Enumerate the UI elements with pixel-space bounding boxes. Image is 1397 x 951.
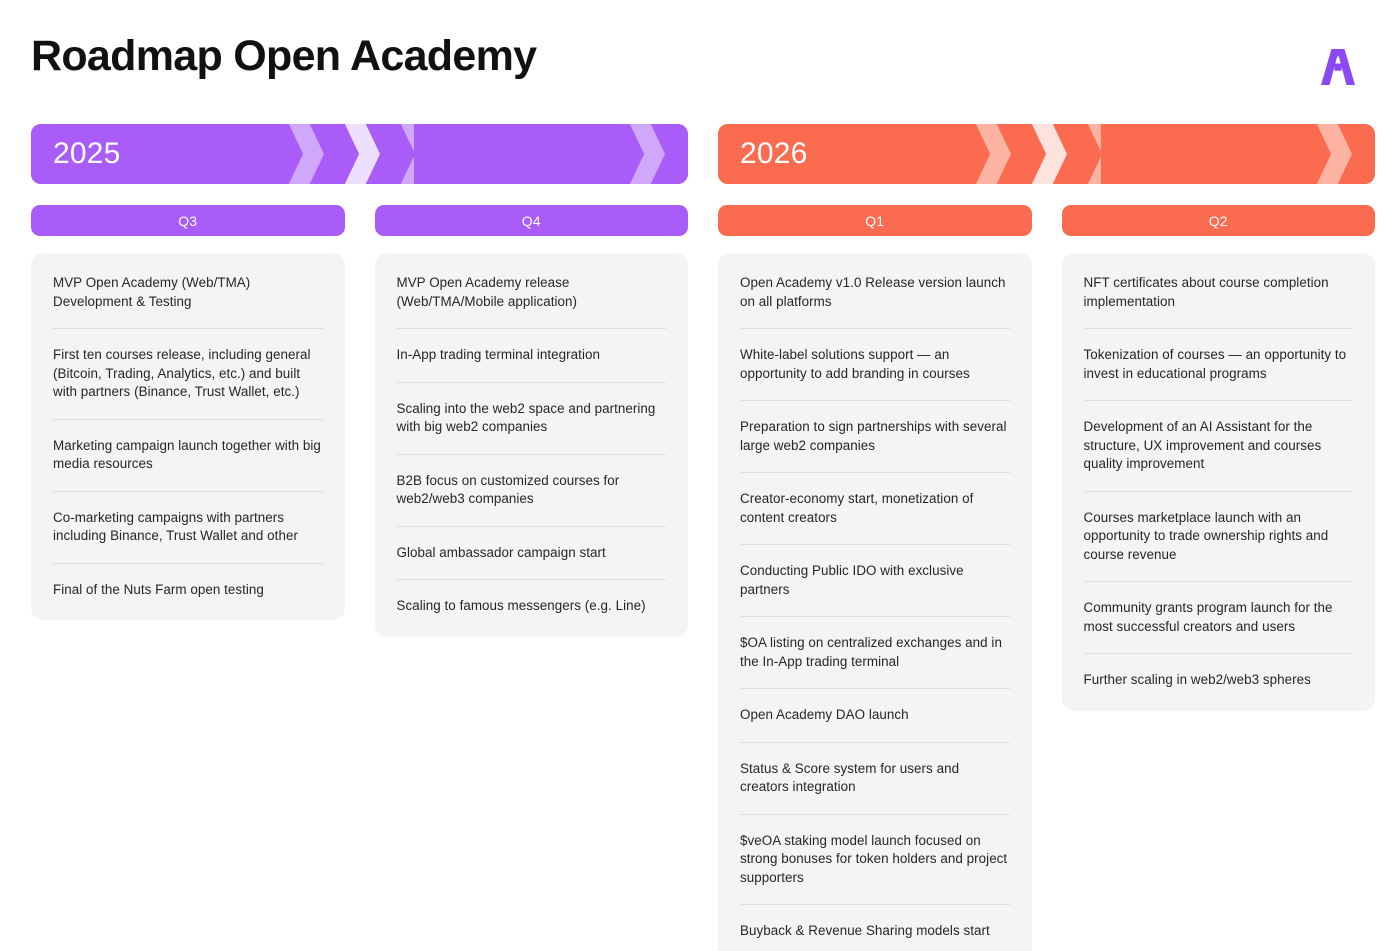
roadmap-board: 2025 Q3 MVP Open Academy (Web/TMA) Devel… (31, 124, 1375, 951)
year-group-2026: 2026 Q1 Open Academy v1.0 Release versio… (718, 124, 1375, 951)
banner-mid-mask (414, 124, 614, 184)
milestone-item: Community grants program launch for the … (1083, 582, 1353, 654)
quarter-label: Q4 (521, 212, 541, 229)
milestone-item: Scaling to famous messengers (e.g. Line) (396, 598, 646, 613)
milestone-item: MVP Open Academy release (Web/TMA/Mobile… (396, 257, 666, 329)
milestone-item: Further scaling in web2/web3 spheres (1083, 672, 1311, 687)
milestone-item: Development of an AI Assistant for the s… (1083, 401, 1353, 492)
quarter-column-q4: Q4 MVP Open Academy release (Web/TMA/Mob… (374, 205, 688, 637)
quarters-2026: Q1 Open Academy v1.0 Release version lau… (718, 205, 1375, 951)
milestone-item: Final of the Nuts Farm open testing (53, 581, 264, 597)
milestone-card-q3: MVP Open Academy (Web/TMA) Development &… (31, 253, 345, 620)
banner-mid-mask (1101, 124, 1301, 184)
milestone-item: MVP Open Academy (Web/TMA) Development &… (53, 257, 323, 329)
milestone-item: Co-marketing campaigns with partners inc… (53, 492, 323, 564)
banner-left-mask (31, 124, 286, 184)
milestone-item: B2B focus on customized courses for web2… (396, 455, 666, 527)
milestone-item: Status & Score system for users and crea… (740, 743, 1010, 815)
quarter-label: Q2 (1208, 212, 1228, 229)
year-banner-2025: 2025 (31, 124, 688, 184)
quarter-label: Q3 (178, 212, 198, 229)
page-title: Roadmap Open Academy (31, 32, 537, 80)
quarter-label: Q1 (865, 212, 885, 229)
milestone-item: Scaling into the web2 space and partneri… (396, 383, 666, 455)
quarters-2025: Q3 MVP Open Academy (Web/TMA) Developmen… (31, 205, 688, 637)
quarter-pill-q3[interactable]: Q3 (31, 205, 345, 236)
milestone-item: Buyback & Revenue Sharing models start (740, 923, 990, 938)
open-academy-a-logo-icon (1310, 38, 1366, 94)
banner-left-mask (718, 124, 973, 184)
milestone-card-q2: NFT certificates about course completion… (1061, 253, 1375, 711)
milestone-item: Preparation to sign partnerships with se… (740, 401, 1010, 473)
year-group-2025: 2025 Q3 MVP Open Academy (Web/TMA) Devel… (31, 124, 688, 924)
milestone-item: $veOA staking model launch focused on st… (740, 815, 1010, 905)
page-header: Roadmap Open Academy (31, 32, 1366, 102)
milestone-card-q4: MVP Open Academy release (Web/TMA/Mobile… (374, 253, 688, 637)
quarter-column-q3: Q3 MVP Open Academy (Web/TMA) Developmen… (31, 205, 345, 620)
milestone-item: Global ambassador campaign start (396, 527, 666, 580)
quarter-pill-q1[interactable]: Q1 (718, 205, 1032, 236)
milestone-card-q1: Open Academy v1.0 Release version launch… (718, 253, 1032, 951)
milestone-item: White-label solutions support — an oppor… (740, 329, 1010, 401)
milestone-item: Open Academy v1.0 Release version launch… (740, 257, 1010, 329)
milestone-item: Creator-economy start, monetization of c… (740, 473, 1010, 545)
milestone-item: Tokenization of courses — an opportunity… (1083, 329, 1353, 401)
milestone-item: In-App trading terminal integration (396, 329, 666, 383)
milestone-item: $OA listing on centralized exchanges and… (740, 617, 1010, 689)
milestone-item: Courses marketplace launch with an oppor… (1083, 492, 1353, 582)
quarter-column-q2: Q2 NFT certificates about course complet… (1061, 205, 1375, 711)
year-label: 2026 (740, 137, 808, 170)
quarter-column-q1: Q1 Open Academy v1.0 Release version lau… (718, 205, 1032, 951)
milestone-item: Marketing campaign launch together with … (53, 420, 323, 492)
milestone-item: NFT certificates about course completion… (1083, 257, 1353, 329)
milestone-item: Open Academy DAO launch (740, 689, 1010, 743)
year-label: 2025 (53, 137, 121, 170)
quarter-pill-q2[interactable]: Q2 (1061, 205, 1375, 236)
milestone-item: First ten courses release, including gen… (53, 329, 323, 420)
quarter-pill-q4[interactable]: Q4 (374, 205, 688, 236)
milestone-item: Conducting Public IDO with exclusive par… (740, 545, 1010, 617)
year-banner-2026: 2026 (718, 124, 1375, 184)
